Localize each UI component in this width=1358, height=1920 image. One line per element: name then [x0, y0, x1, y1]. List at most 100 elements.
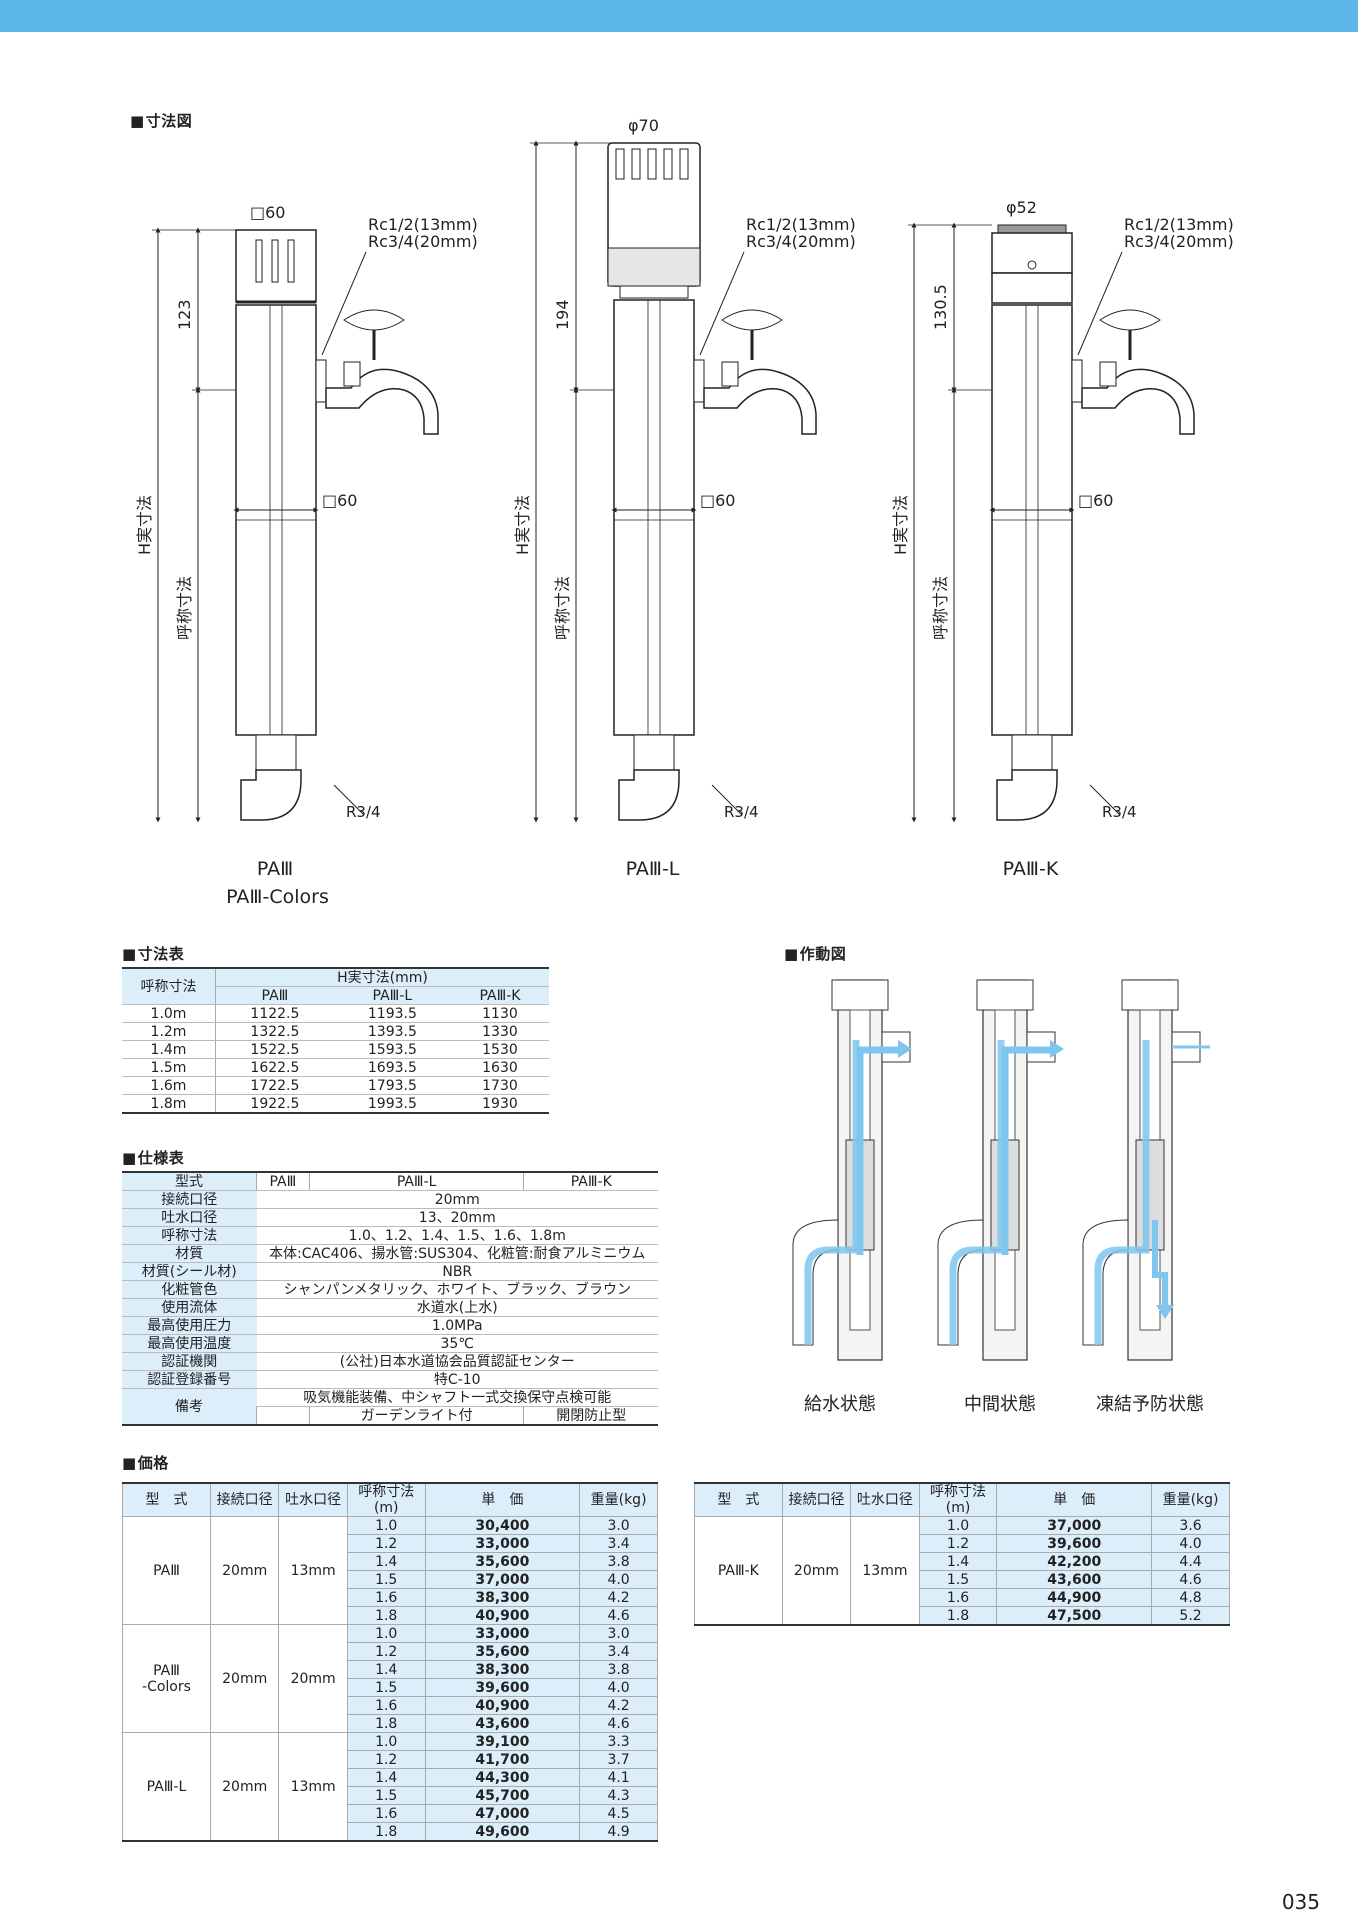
price-weight: 3.8	[579, 1552, 658, 1571]
price-model: PAⅢ-K	[694, 1516, 783, 1626]
price-header: 重量(kg)	[1151, 1482, 1230, 1517]
price-value: 35,600	[424, 1552, 581, 1571]
price-size: 1.8	[918, 1606, 998, 1626]
price-weight: 4.0	[579, 1570, 658, 1589]
price-size: 1.8	[346, 1714, 426, 1733]
table-row: 材質本体:CAC406、揚水管:SUS304、化粧管:耐食アルミニウム	[122, 1244, 658, 1263]
price-value: 45,700	[424, 1786, 581, 1805]
price-size: 1.6	[346, 1588, 426, 1607]
price-value: 38,300	[424, 1588, 581, 1607]
h-actual-label: H実寸法	[891, 495, 910, 555]
price-header: 接続口径	[209, 1482, 280, 1517]
model-label-pa3-colors: PAⅢ-Colors	[226, 886, 329, 908]
price-size: 1.8	[346, 1822, 426, 1842]
dim-value: 1322.5	[215, 1022, 334, 1041]
rc-label: Rc1/2(13mm)	[746, 215, 856, 234]
price-value: 30,400	[424, 1516, 581, 1535]
dim-size: 1.0m	[122, 1004, 216, 1023]
dim-size: 1.5m	[122, 1058, 216, 1077]
nominal-label: 呼称寸法	[175, 576, 194, 640]
spec-key: 型式	[122, 1172, 257, 1191]
dim-value: 1730	[450, 1076, 549, 1095]
price-value: 42,200	[996, 1552, 1153, 1571]
price-weight: 4.6	[1151, 1570, 1230, 1589]
h-actual-label: H実寸法	[135, 495, 154, 555]
price-value: 43,600	[996, 1570, 1153, 1589]
dim-size: 1.8m	[122, 1094, 216, 1114]
price-out: 20mm	[278, 1624, 348, 1733]
dim-value: 1630	[450, 1058, 549, 1077]
operation-diagrams	[792, 979, 1210, 1361]
price-header: 単 価	[424, 1482, 581, 1517]
price-weight: 3.3	[579, 1732, 658, 1751]
price-value: 40,900	[424, 1606, 581, 1625]
dim-value: 1793.5	[333, 1076, 451, 1095]
spec-value: NBR	[256, 1262, 658, 1281]
rc2-label: Rc3/4(20mm)	[368, 232, 478, 251]
price-weight: 5.2	[1151, 1606, 1230, 1626]
price-value: 47,500	[996, 1606, 1153, 1626]
dim-size: 1.2m	[122, 1022, 216, 1041]
price-weight: 3.4	[579, 1642, 658, 1661]
op-label-middle: 中間状態	[964, 1394, 1036, 1415]
rc-label: Rc1/2(13mm)	[368, 215, 478, 234]
rc2-label: Rc3/4(20mm)	[746, 232, 856, 251]
remarks-row-2: ガーデンライト付開閉防止型	[122, 1406, 658, 1426]
dim-model-2: PAⅢ-K	[450, 986, 549, 1005]
dim-h-label: H実寸法(mm)	[215, 968, 549, 987]
r34-label: R3/4	[1102, 803, 1137, 821]
price-out: 13mm	[278, 1732, 348, 1842]
model-label-pa3k: PAⅢ-K	[1002, 858, 1059, 880]
price-size: 1.5	[918, 1570, 998, 1589]
spec-model: PAⅢ-L	[308, 1172, 524, 1191]
dim-value: 1622.5	[215, 1058, 334, 1077]
price-header: 呼称寸法(m)	[346, 1482, 426, 1517]
price-header: 型 式	[122, 1482, 211, 1517]
dim-value: 1193.5	[333, 1004, 451, 1023]
dim-value: 1693.5	[333, 1058, 451, 1077]
price-conn: 20mm	[781, 1516, 852, 1626]
price-size: 1.5	[346, 1786, 426, 1805]
remarks-pa3l: ガーデンライト付	[308, 1406, 524, 1426]
square60-label: □60	[322, 491, 357, 510]
price-size: 1.2	[918, 1534, 998, 1553]
price-size: 1.2	[346, 1642, 426, 1661]
price-weight: 4.3	[579, 1786, 658, 1805]
price-conn: 20mm	[209, 1732, 280, 1842]
spec-key: 呼称寸法	[122, 1226, 257, 1245]
spec-key: 最高使用温度	[122, 1334, 257, 1353]
dim-value: 1330	[450, 1022, 549, 1041]
spec-value: シャンパンメタリック、ホワイト、ブラック、ブラウン	[256, 1280, 658, 1299]
top-dim-label: □60	[250, 203, 285, 222]
spec-model: PAⅢ-K	[523, 1172, 658, 1191]
price-weight: 4.2	[579, 1588, 658, 1607]
spec-key: 最高使用圧力	[122, 1316, 257, 1335]
op-label-supply: 給水状態	[804, 1394, 876, 1415]
dim-model-0: PAⅢ	[215, 986, 334, 1005]
drawing-pa3: R3/4Rc1/2(13mm)Rc3/4(20mm)□60□60H実寸法呼称寸法…	[135, 203, 478, 823]
remarks-pa3k: 開閉防止型	[523, 1406, 658, 1426]
dim-size: 1.4m	[122, 1040, 216, 1059]
price-value: 35,600	[424, 1642, 581, 1661]
section-title-dimension-table: 寸法表	[122, 943, 184, 964]
price-size: 1.4	[918, 1552, 998, 1571]
model-label-pa3l: PAⅢ-L	[625, 858, 680, 880]
price-weight: 4.6	[579, 1606, 658, 1625]
spec-key: 認証登録番号	[122, 1370, 257, 1389]
nominal-label: 呼称寸法	[553, 576, 572, 640]
